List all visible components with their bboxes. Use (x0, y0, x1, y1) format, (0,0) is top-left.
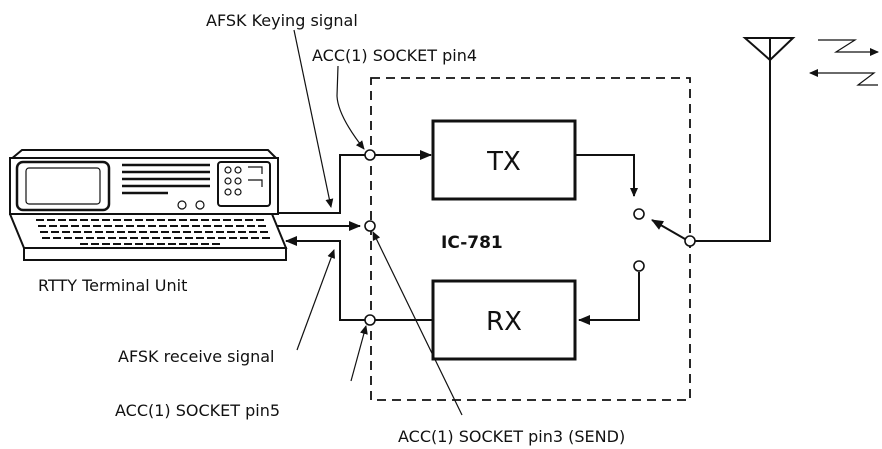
rx-label: RX (486, 307, 522, 337)
computer-terminal-icon (9, 149, 288, 261)
internal-wiring (375, 150, 640, 325)
transmit-receive-switch-icon (633, 58, 771, 272)
external-wiring (272, 154, 365, 321)
pin5-label: ACC(1) SOCKET pin5 (115, 401, 280, 420)
label-leaders (293, 29, 463, 416)
rx-block: RX (431, 279, 577, 361)
pin3-node (364, 220, 376, 232)
tx-label: TX (486, 147, 521, 177)
radio-wave-icon (809, 39, 879, 86)
pin4-label: ACC(1) SOCKET pin4 (312, 46, 477, 65)
afsk-receive-label: AFSK receive signal (118, 347, 274, 366)
device-label: IC-781 (441, 233, 503, 253)
pin5-node (364, 314, 376, 326)
antenna-icon (742, 37, 796, 62)
afsk-keying-label: AFSK Keying signal (206, 11, 358, 30)
pin4-node (364, 149, 376, 161)
acc-socket-nodes (364, 149, 376, 326)
tx-block: TX (431, 119, 577, 201)
terminal-label: RTTY Terminal Unit (38, 276, 187, 295)
pin3-label: ACC(1) SOCKET pin3 (SEND) (398, 427, 625, 446)
